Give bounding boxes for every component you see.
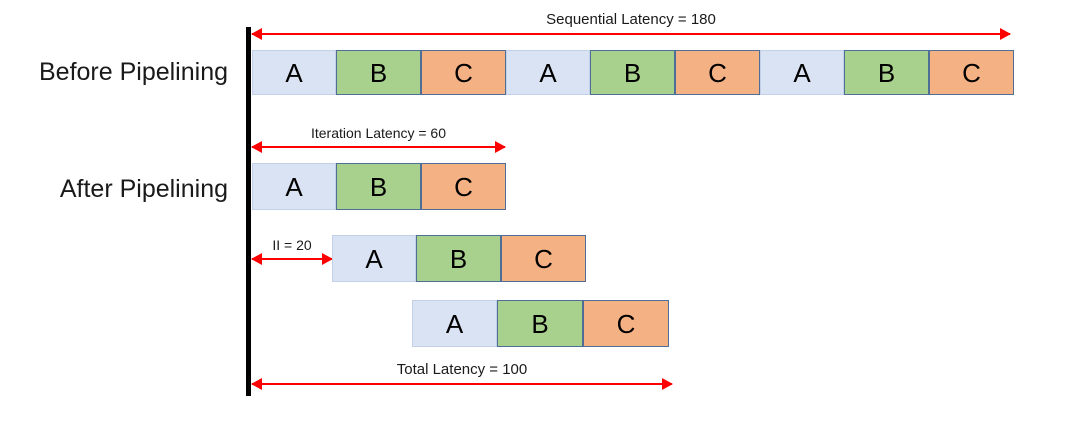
stage-block-c: C bbox=[421, 50, 506, 95]
arrow-line bbox=[252, 33, 1010, 35]
stage-block-b: B bbox=[416, 235, 501, 282]
pipelined-execution-row: A B C bbox=[332, 235, 586, 282]
row-label-after-pipelining: After Pipelining bbox=[59, 175, 228, 203]
iteration-latency-measure: Iteration Latency = 60 bbox=[251, 125, 506, 153]
total-latency-measure: Total Latency = 100 bbox=[251, 361, 673, 390]
stage-block-c: C bbox=[421, 163, 506, 210]
sequential-execution-row: A B C A B C A B C bbox=[252, 50, 1014, 95]
initiation-interval-measure: II = 20 bbox=[251, 237, 333, 265]
stage-block-c: C bbox=[929, 50, 1014, 95]
stage-block-b: B bbox=[336, 163, 421, 210]
initiation-interval-label: II = 20 bbox=[272, 237, 312, 253]
arrow-line bbox=[252, 258, 332, 260]
arrow-line bbox=[252, 146, 505, 148]
row-label-before-pipelining: Before Pipelining bbox=[38, 58, 228, 86]
stage-block-b: B bbox=[336, 50, 421, 95]
stage-block-c: C bbox=[675, 50, 760, 95]
arrow-head-left-icon bbox=[251, 28, 262, 40]
iteration-latency-label: Iteration Latency = 60 bbox=[310, 125, 447, 141]
stage-block-a: A bbox=[252, 163, 336, 210]
stage-block-b: B bbox=[844, 50, 929, 95]
stage-block-b: B bbox=[497, 300, 583, 347]
arrow-line bbox=[252, 383, 672, 385]
sequential-latency-label: Sequential Latency = 180 bbox=[546, 11, 716, 28]
time-axis bbox=[246, 27, 251, 396]
total-latency-label: Total Latency = 100 bbox=[396, 361, 528, 378]
stage-block-c: C bbox=[501, 235, 586, 282]
stage-block-c: C bbox=[583, 300, 669, 347]
stage-block-a: A bbox=[252, 50, 336, 95]
stage-block-a: A bbox=[412, 300, 497, 347]
sequential-latency-measure: Sequential Latency = 180 bbox=[251, 11, 1011, 40]
stage-block-a: A bbox=[332, 235, 416, 282]
arrow-head-left-icon bbox=[251, 378, 262, 390]
arrow-head-left-icon bbox=[251, 253, 262, 265]
arrow-head-right-icon bbox=[1000, 28, 1011, 40]
arrow-head-left-icon bbox=[251, 141, 262, 153]
arrow-head-right-icon bbox=[322, 253, 333, 265]
stage-block-b: B bbox=[590, 50, 675, 95]
arrow-head-right-icon bbox=[662, 378, 673, 390]
pipelined-execution-row: A B C bbox=[252, 163, 506, 210]
stage-block-a: A bbox=[760, 50, 844, 95]
arrow-head-right-icon bbox=[495, 141, 506, 153]
pipelined-execution-row: A B C bbox=[412, 300, 669, 347]
stage-block-a: A bbox=[506, 50, 590, 95]
